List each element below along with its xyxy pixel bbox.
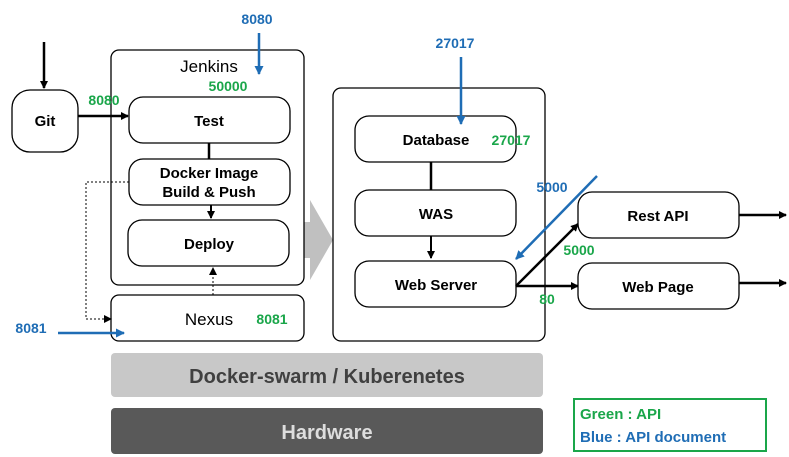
docker-build-label-2: Build & Push <box>162 184 255 201</box>
rest-api-port: 5000 <box>563 242 594 258</box>
hardware-layer-label: Hardware <box>281 422 372 444</box>
database-node <box>354 115 517 163</box>
was-label: WAS <box>419 206 453 223</box>
web-server-doc-arrow <box>515 175 598 260</box>
orchestration-layer-bar <box>111 353 543 397</box>
git-label: Git <box>35 113 56 130</box>
legend-green-label: Green : API <box>580 406 661 423</box>
jenkins-doc-port: 8080 <box>241 11 272 27</box>
webserver-to-restapi-arrow <box>515 223 579 287</box>
jenkins-agent-port: 50000 <box>209 78 248 94</box>
rest-api-label: Rest API <box>627 208 688 225</box>
orchestration-layer-label: Docker-swarm / Kuberenetes <box>189 366 465 388</box>
database-api-port: 27017 <box>492 132 531 148</box>
test-label: Test <box>194 113 224 130</box>
build-to-nexus-dotted-link <box>85 181 129 323</box>
nexus-label: Nexus <box>185 310 233 329</box>
database-doc-port: 27017 <box>436 35 475 51</box>
deploy-node <box>127 219 290 267</box>
nexus-api-port: 8081 <box>256 311 287 327</box>
legend-box <box>573 398 767 452</box>
web-page-node <box>577 262 740 310</box>
nexus-doc-port: 8081 <box>15 320 46 336</box>
web-server-label: Web Server <box>395 277 477 294</box>
legend-blue-label: Blue : API document <box>580 429 726 446</box>
docker-build-label-1: Docker Image <box>160 165 258 182</box>
web-page-label: Web Page <box>622 279 693 296</box>
web-page-port: 80 <box>539 291 555 307</box>
deploy-label: Deploy <box>184 236 235 253</box>
git-test-port: 8080 <box>88 92 119 108</box>
hardware-layer-bar <box>111 408 543 454</box>
web-server-doc-port: 5000 <box>536 179 567 195</box>
git-node <box>11 89 79 153</box>
was-node <box>354 189 517 237</box>
web-server-node <box>354 260 517 308</box>
big-flow-arrow <box>288 200 333 280</box>
jenkins-label: Jenkins <box>180 57 238 76</box>
database-label: Database <box>403 132 470 149</box>
